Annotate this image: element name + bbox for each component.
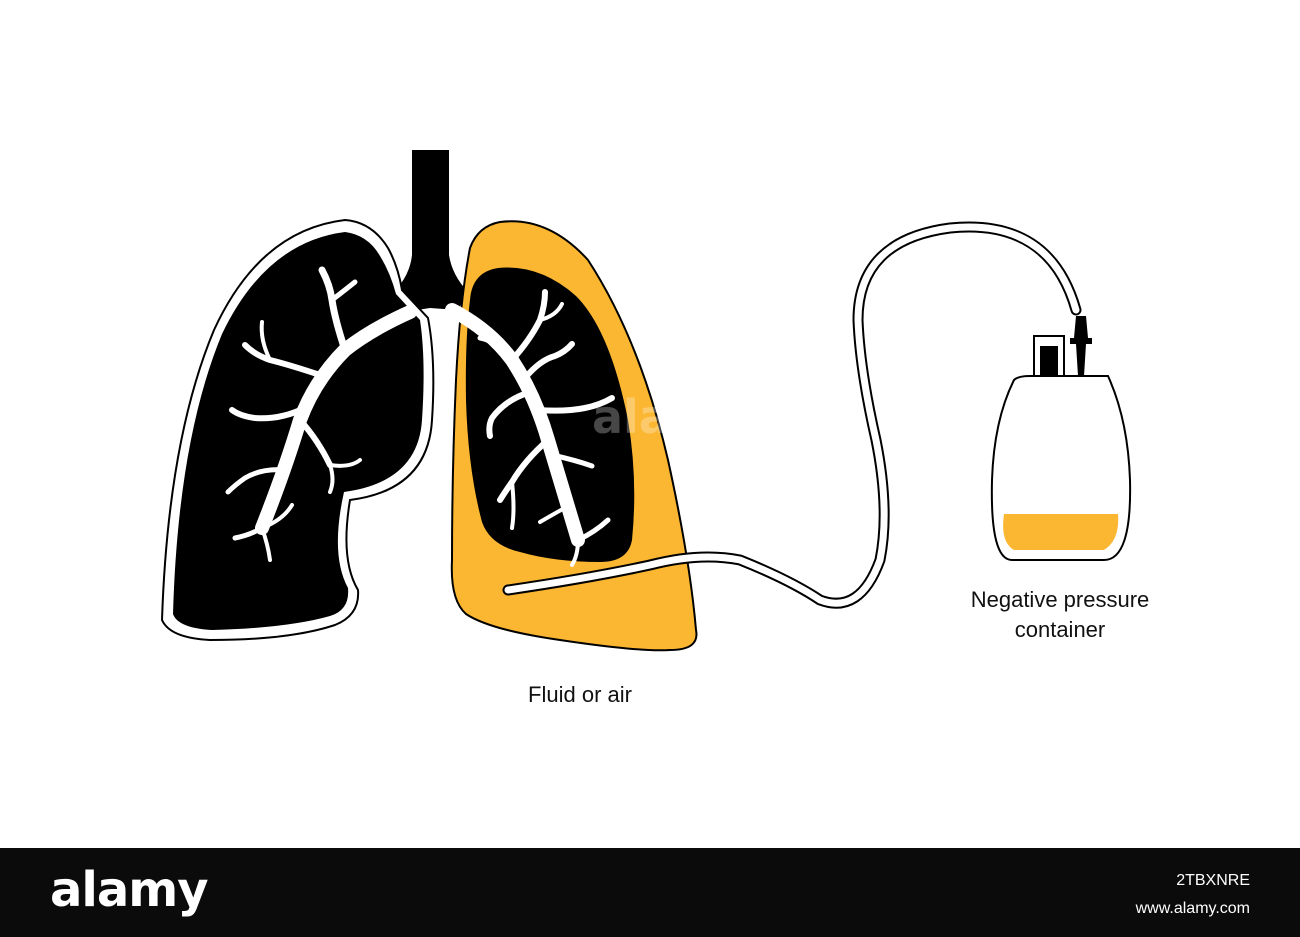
right-bronchi-icon [445,289,615,567]
diagram-canvas: alamy Fluid or air Negative pressure con… [160,150,1200,707]
container-label-line2: container [1014,617,1106,642]
stock-footer-bar: alamy 2TBXNRE www.alamy.com [0,848,1300,937]
left-bronchi-icon [225,266,417,562]
drainage-tube-icon [502,221,1082,609]
footer-url-link[interactable]: www.alamy.com [1135,900,1250,917]
watermark: alamy [592,390,748,444]
trachea-icon [394,150,468,312]
image-id: 2TBXNRE [1176,872,1250,889]
container-bottle-icon [990,316,1132,561]
alamy-logo[interactable]: alamy [50,862,209,918]
fluid-or-air-label: Fluid or air [528,682,632,707]
container-label-line1: Negative pressure [970,587,1150,612]
negative-pressure-container-label: Negative pressure container [920,585,1200,645]
pleural-drainage-diagram [160,150,1132,652]
